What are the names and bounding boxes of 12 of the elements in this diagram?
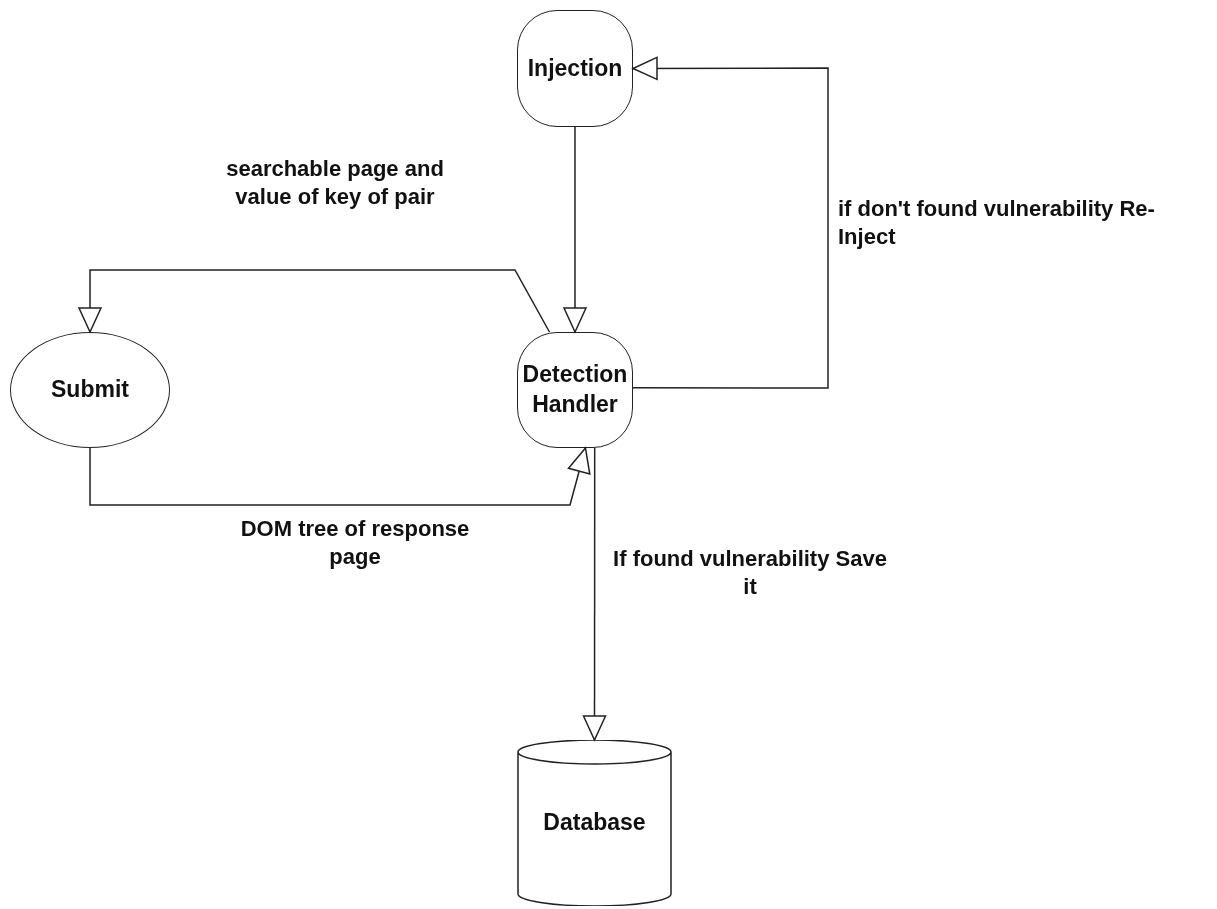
- node-label: Submit: [51, 375, 129, 405]
- node-label: Injection: [527, 53, 623, 83]
- arrow: [563, 126, 587, 333]
- arrow: [78, 269, 551, 333]
- node-label: Detection Handler: [521, 360, 629, 419]
- node-label: Database: [543, 808, 646, 838]
- process-box: [517, 10, 633, 127]
- process-box: [517, 332, 633, 448]
- database-cylinder: [517, 740, 672, 906]
- arrow: [89, 447, 591, 506]
- arrow: [582, 447, 607, 741]
- arrow: [632, 56, 829, 389]
